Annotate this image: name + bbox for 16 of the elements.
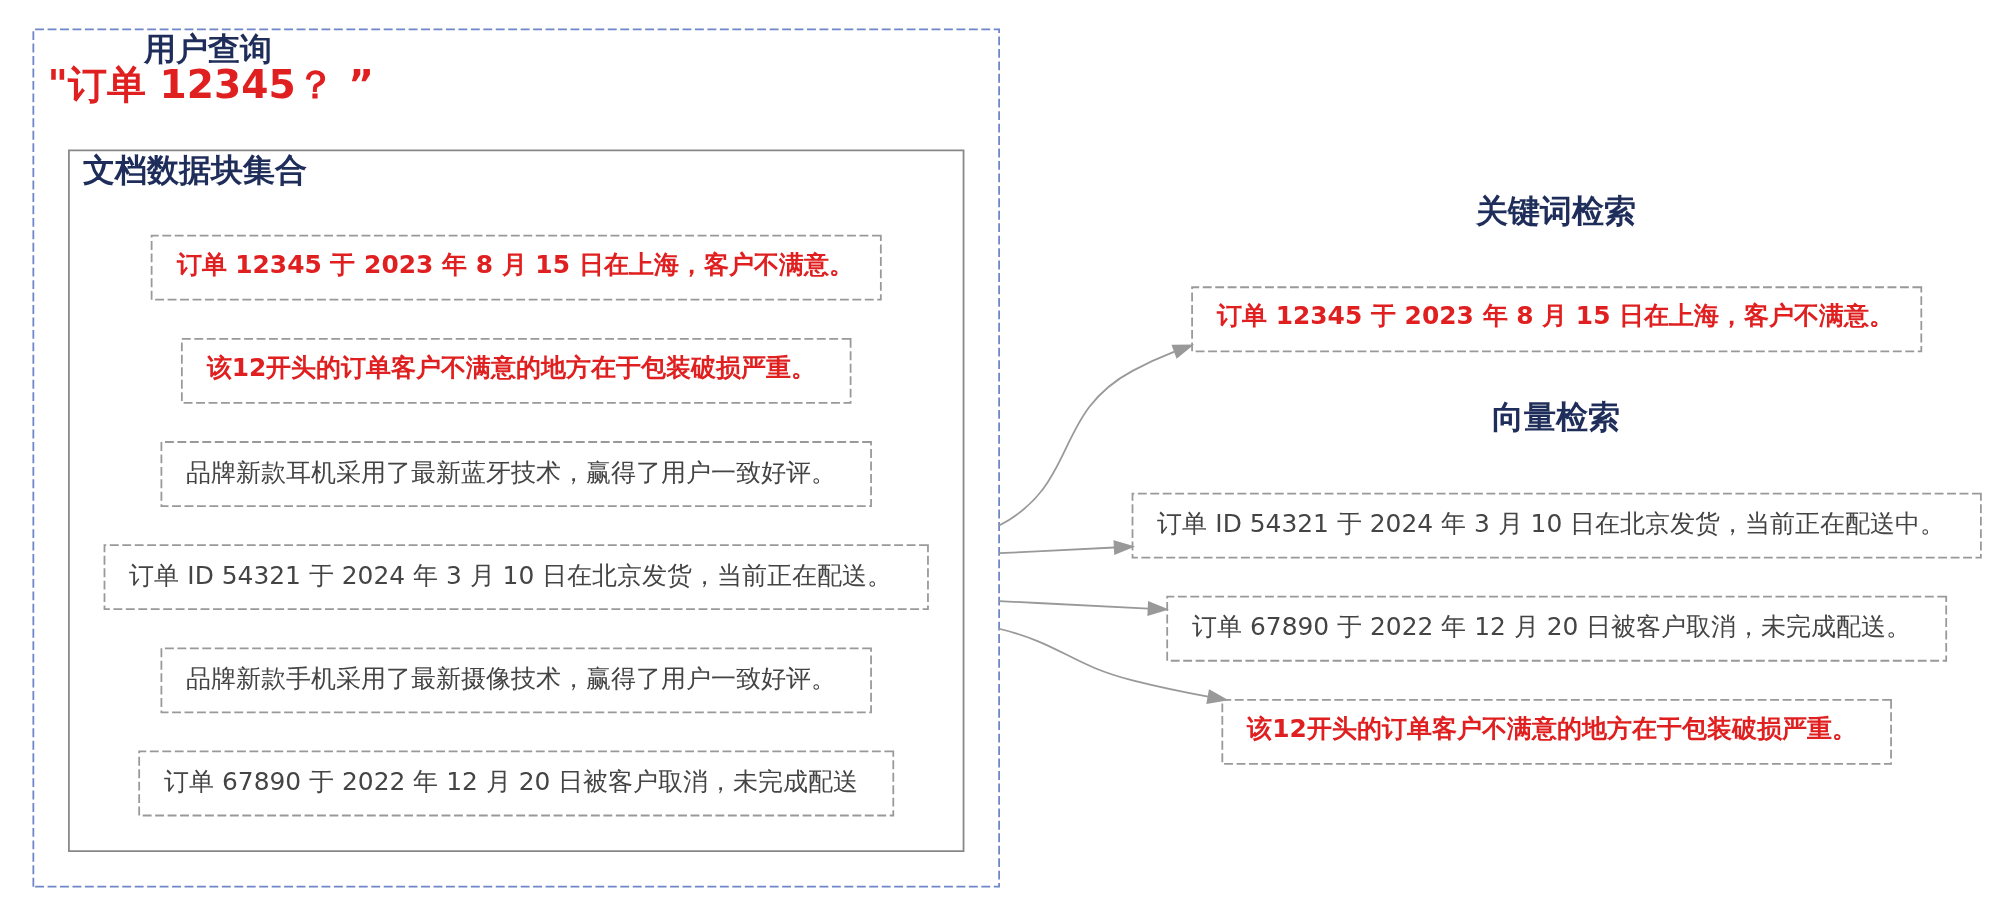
arrow: [998, 540, 1136, 555]
node-box: 品牌新款耳机采用了最新蓝牙技术，赢得了用户一致好评。: [160, 441, 872, 507]
node-box: 订单 67890 于 2022 年 12 月 20 日被客户取消，未完成配送。: [1166, 595, 1948, 662]
node-box: 订单 67890 于 2022 年 12 月 20 日被客户取消，未完成配送: [138, 750, 895, 817]
label: 关键词检索: [1475, 192, 1636, 231]
node-box: 订单 ID 54321 于 2024 年 3 月 10 日在北京发货，当前正在配送。: [103, 544, 929, 611]
node-box: 订单 ID 54321 于 2024 年 3 月 10 日在北京发货，当前正在配送中。: [1131, 492, 1982, 559]
node-box: 订单 12345 于 2023 年 8 月 15 日在上海，客户不满意。: [150, 234, 882, 301]
node-box: 该12开头的订单客户不满意的地方在于包装破损严重。: [180, 337, 852, 404]
node-box: 该12开头的订单客户不满意的地方在于包装破损严重。: [1221, 699, 1892, 765]
arrow: [998, 344, 1195, 527]
node-box: 订单 12345 于 2023 年 8 月 15 日在上海，客户不满意。: [1191, 286, 1923, 353]
arrow: [998, 627, 1229, 704]
arrow: [998, 600, 1170, 616]
node-box: 品牌新款手机采用了最新摄像技术，赢得了用户一致好评。: [160, 647, 872, 714]
label: 向量检索: [1491, 398, 1620, 437]
